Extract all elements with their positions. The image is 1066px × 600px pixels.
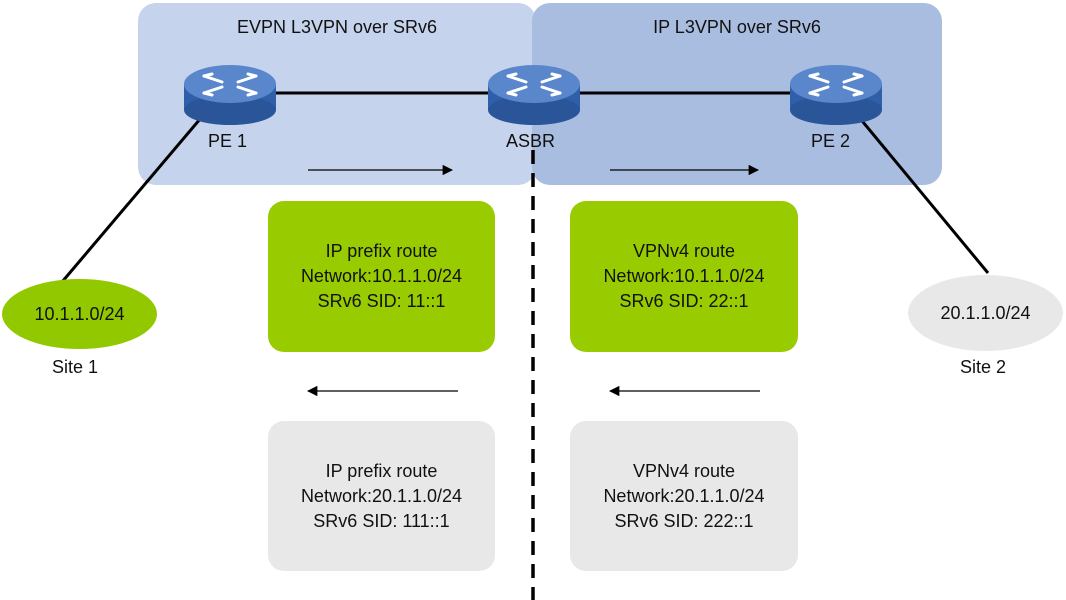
- route-box: VPNv4 route Network:10.1.1.0/24 SRv6 SID…: [570, 201, 798, 352]
- route-type: VPNv4 route: [632, 460, 736, 481]
- site2-label: Site 2: [960, 357, 1007, 377]
- route-type: VPNv4 route: [632, 241, 736, 261]
- router-icon: [790, 65, 882, 125]
- pe2-label: PE 2: [811, 131, 851, 151]
- router-icon: [184, 65, 276, 125]
- route-sid: SRv6 SID: 222::1: [614, 510, 754, 531]
- link-pe2-site2: [856, 115, 990, 274]
- ip-l3vpn-region-title: IP L3VPN over SRv6: [653, 17, 821, 37]
- site1-network: 10.1.1.0/24: [2, 279, 157, 349]
- route-network: Network:20.1.1.0/24: [603, 485, 765, 506]
- route-network: Network:10.1.1.0/24: [603, 266, 765, 286]
- route-sid: SRv6 SID: 22::1: [619, 291, 749, 311]
- route-network: Network:10.1.1.0/24: [300, 266, 463, 286]
- route-box: IP prefix route Network:20.1.1.0/24 SRv6…: [268, 421, 495, 571]
- route-network: Network:20.1.1.0/24: [300, 485, 463, 506]
- site2-network: 20.1.1.0/24: [908, 275, 1063, 351]
- router-icon: [488, 65, 580, 125]
- link-site1-pe1: [60, 111, 208, 283]
- route-type: IP prefix route: [325, 241, 438, 261]
- route-box: VPNv4 route Network:20.1.1.0/24 SRv6 SID…: [570, 421, 798, 571]
- site1-label: Site 1: [52, 357, 99, 377]
- site1-network-text: 10.1.1.0/24: [34, 303, 125, 324]
- route-box: IP prefix route Network:10.1.1.0/24 SRv6…: [268, 201, 495, 352]
- pe1-label: PE 1: [208, 131, 248, 151]
- route-sid: SRv6 SID: 111::1: [313, 510, 450, 531]
- site2-network-text: 20.1.1.0/24: [940, 302, 1031, 323]
- asbr-label: ASBR: [506, 131, 556, 151]
- route-sid: SRv6 SID: 11::1: [317, 291, 446, 311]
- evpn-l3vpn-region-title: EVPN L3VPN over SRv6: [236, 17, 438, 37]
- route-type: IP prefix route: [325, 460, 438, 481]
